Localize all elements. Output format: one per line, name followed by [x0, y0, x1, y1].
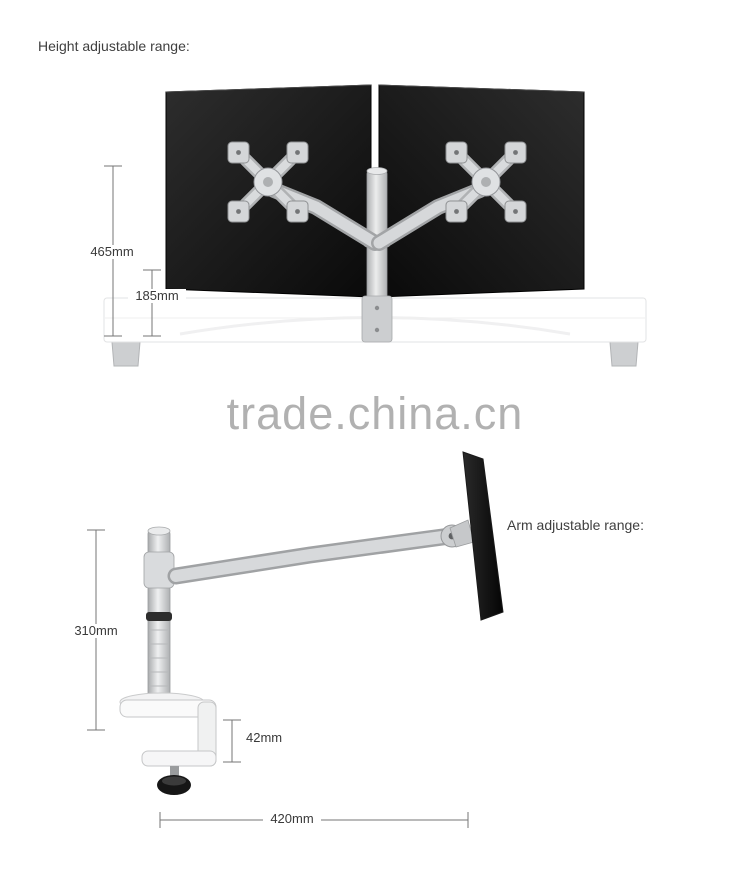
- height-range-label: Height adjustable range:: [38, 38, 190, 54]
- pole-ribs: [149, 629, 169, 687]
- dimension-310mm: 310mm: [67, 624, 125, 638]
- dimension-465mm: 465mm: [83, 245, 141, 259]
- watermark-text: trade.china.cn: [226, 388, 524, 439]
- dimension-42mm: 42mm: [244, 730, 285, 745]
- dimension-420mm: 420mm: [263, 812, 321, 826]
- desk-clamp-top-view: [361, 295, 393, 343]
- support-pole: [143, 526, 175, 705]
- left-vesa-mount: [227, 141, 309, 223]
- right-vesa-mount: [445, 141, 527, 223]
- dimension-185mm: 185mm: [128, 289, 186, 303]
- clamp-screw: [170, 766, 179, 779]
- side-monitor: [462, 451, 504, 621]
- dual-monitor-illustration: [103, 84, 647, 367]
- extension-arm: [167, 524, 464, 585]
- desk-clamp: [119, 692, 217, 795]
- single-arm-illustration: [87, 451, 504, 828]
- arm-range-label: Arm adjustable range:: [507, 517, 644, 533]
